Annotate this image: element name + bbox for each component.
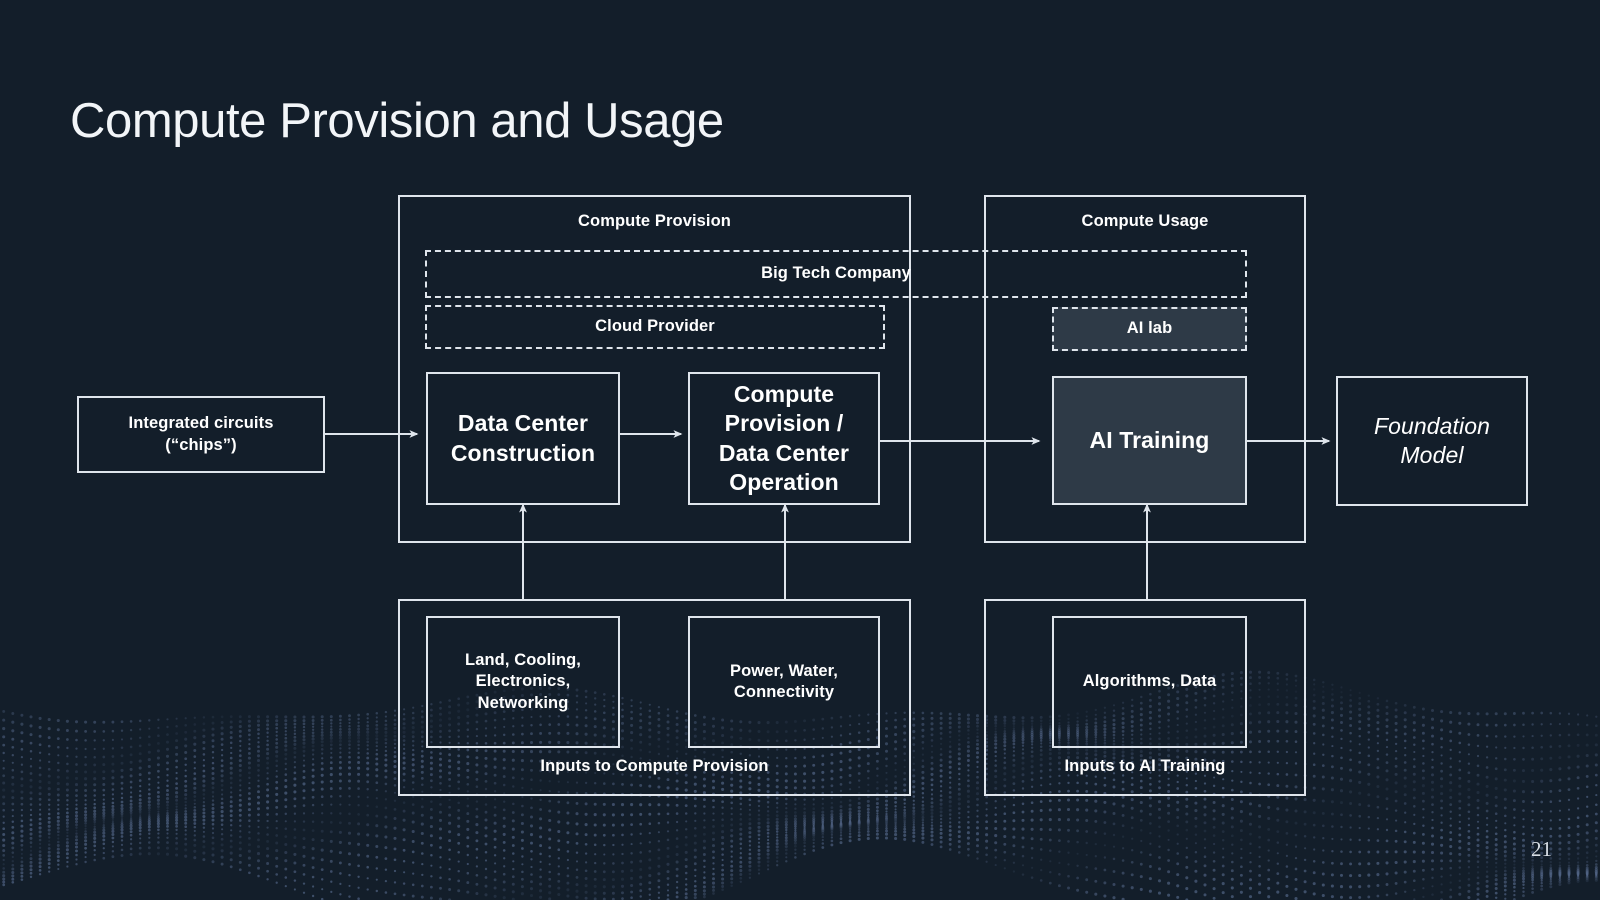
page-number: 21 — [1531, 837, 1552, 861]
node-inputs-algorithms-data-label: Algorithms, Data — [1082, 672, 1217, 691]
node-inputs-land-cooling: Land, Cooling, Electronics, Networking — [426, 616, 620, 748]
container-inputs-ai-training-label: Inputs to AI Training — [1064, 757, 1226, 775]
actor-big-tech-company-label: Big Tech Company — [761, 264, 911, 283]
node-inputs-land-cooling-label: Land, Cooling, Electronics, Networking — [465, 651, 581, 712]
container-inputs-compute-provision — [398, 599, 911, 796]
actor-cloud-provider-label: Cloud Provider — [595, 317, 715, 336]
node-ai-training-label: AI Training — [1089, 426, 1210, 453]
node-ai-training: AI Training — [1052, 376, 1247, 505]
actor-ai-lab: AI lab — [1052, 307, 1247, 351]
container-compute-usage-label: Compute Usage — [1081, 212, 1209, 230]
page-title: Compute Provision and Usage — [70, 94, 724, 148]
actor-cloud-provider: Cloud Provider — [425, 305, 885, 349]
container-compute-provision: Compute Provision — [398, 195, 911, 543]
container-inputs-compute-provision-label: Inputs to Compute Provision — [540, 757, 769, 775]
container-inputs-ai-training — [984, 599, 1306, 796]
node-data-center-construction-label: Data Center Construction — [450, 410, 596, 466]
node-foundation-model-label: Foundation Model — [1373, 412, 1491, 468]
node-inputs-power-water: Power, Water, Connectivity — [688, 616, 880, 748]
node-inputs-power-water-label: Power, Water, Connectivity — [730, 661, 838, 701]
container-compute-provision-label: Compute Provision — [578, 212, 731, 230]
actor-ai-lab-label: AI lab — [1126, 319, 1173, 338]
node-compute-provision-operation: Compute Provision / Data Center Operatio… — [688, 372, 880, 505]
container-compute-usage: Compute Usage — [984, 195, 1306, 543]
node-inputs-algorithms-data: Algorithms, Data — [1052, 616, 1247, 748]
node-integrated-circuits: Integrated circuits (“chips”) — [77, 396, 325, 473]
node-compute-provision-operation-label: Compute Provision / Data Center Operatio… — [718, 380, 850, 495]
node-data-center-construction: Data Center Construction — [426, 372, 620, 505]
actor-big-tech-company: Big Tech Company — [425, 250, 1247, 298]
node-foundation-model: Foundation Model — [1336, 376, 1528, 506]
node-integrated-circuits-label: Integrated circuits (“chips”) — [128, 414, 274, 454]
